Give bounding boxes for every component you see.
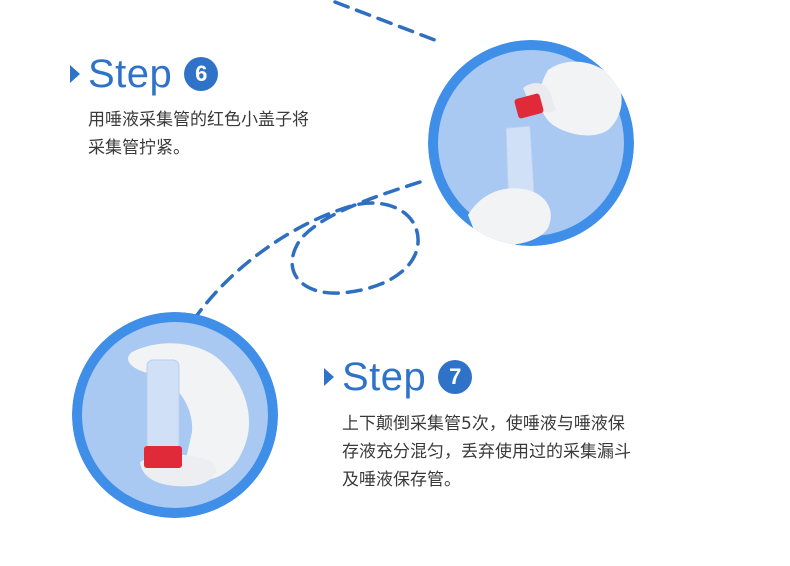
step-7-description: 上下颠倒采集管5次，使唾液与唾液保 存液充分混匀，丢弃使用过的采集漏斗 及唾液保… — [342, 410, 631, 494]
step-label: Step — [342, 355, 427, 399]
step-label: Step — [88, 52, 173, 96]
description-line: 及唾液保存管。 — [342, 470, 461, 490]
play-arrow-icon — [70, 65, 80, 83]
play-arrow-icon — [324, 368, 334, 386]
description-line: 采集管拧紧。 — [88, 138, 190, 158]
step-number-badge: 7 — [438, 360, 473, 394]
hand-holding-capped-tube-photo — [72, 312, 278, 518]
description-line: 存液充分混匀，丢弃使用过的采集漏斗 — [342, 442, 631, 462]
hand-capping-tube-photo — [428, 40, 634, 246]
description-line: 上下颠倒采集管5次，使唾液与唾液保 — [342, 414, 625, 434]
step-7-heading: Step 7 — [324, 355, 473, 399]
step-6-heading: Step 6 — [70, 52, 219, 96]
step-number-badge: 6 — [184, 57, 219, 91]
description-line: 用唾液采集管的红色小盖子将 — [88, 110, 309, 130]
step-6-description: 用唾液采集管的红色小盖子将 采集管拧紧。 — [88, 106, 309, 162]
